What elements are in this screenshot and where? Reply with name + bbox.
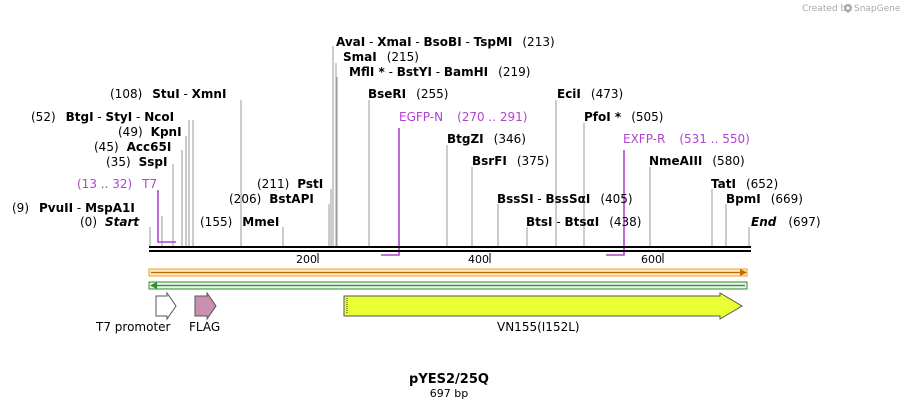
site-label-tati: TatI(652)	[711, 177, 778, 191]
site-label-bsssi: BssSI - BssSαI(405)	[497, 192, 633, 206]
primer-label-egfp-n: EGFP-N(270 .. 291)	[399, 110, 528, 124]
t7-promoter-feature	[155, 291, 177, 321]
ruler	[317, 253, 664, 263]
primer-marks	[157, 128, 625, 256]
site-label-mfli: MflI * - BstYI - BamHI(219)	[349, 65, 530, 79]
orf-forward-band	[148, 268, 748, 277]
flag-feature	[194, 291, 217, 321]
site-label-nmeaiii: NmeAIII(580)	[649, 154, 745, 168]
vn155-feature	[343, 292, 743, 320]
primer-egfp-n-arrow	[381, 128, 400, 256]
site-label-avai: AvaI - XmaI - BsoBI - TspMI(213)	[336, 35, 555, 49]
site-label-ecii: EciI(473)	[557, 87, 623, 101]
site-label-bpmi: BpmI(669)	[726, 192, 803, 206]
ruler-tick-200: 200	[296, 253, 317, 266]
site-label-pvuii: (9)PvuII - MspA1I	[12, 201, 135, 215]
site-label-acc65i: (45)Acc65I	[94, 140, 171, 154]
flag-label: FLAG	[189, 320, 220, 334]
site-label-btgzi: BtgZI(346)	[447, 132, 526, 146]
site-label-bseri: BseRI(255)	[368, 87, 448, 101]
primer-label-t7: (13 .. 32)T7	[77, 177, 157, 191]
plasmid-name: pYES2/25Q	[409, 372, 489, 387]
site-lines	[149, 46, 750, 246]
backbone-top-strand	[149, 246, 751, 248]
site-label-btsi: BtsI - BtsαI(438)	[526, 215, 641, 229]
t7-promoter-label: T7 promoter	[95, 320, 171, 334]
site-label-smai: SmaI(215)	[343, 50, 419, 64]
backbone-bottom-strand	[149, 250, 751, 252]
site-label-pfoi: PfoI *(505)	[584, 110, 663, 124]
created-by-label: Created by	[802, 4, 852, 14]
site-label-kpni: (49)KpnI	[118, 125, 182, 139]
site-label-bsrfi: BsrFI(375)	[472, 154, 549, 168]
site-label-sspi: (35)SspI	[106, 155, 167, 169]
primer-t7-arrow	[157, 190, 176, 243]
plasmid-length: 697 bp	[430, 387, 468, 400]
primer-label-exfp-r: EXFP-R(531 .. 550)	[623, 132, 750, 146]
snapgene-logo-icon	[844, 4, 852, 12]
site-label-psti: (211)PstI	[257, 177, 323, 191]
site-label-stui: (108)StuI - XmnI	[110, 87, 226, 101]
site-label-start: (0)Start	[80, 215, 140, 229]
brand-name: SnapGene	[854, 4, 900, 14]
ruler-tick-600: 600	[641, 253, 662, 266]
orf-reverse-band	[148, 281, 748, 290]
site-label-mmei: (155)MmeI	[200, 215, 279, 229]
vn155-label: VN155(I152L)	[497, 320, 580, 334]
ruler-tick-400: 400	[468, 253, 489, 266]
site-label-btgi: (52)BtgI - StyI - NcoI	[31, 110, 174, 124]
site-label-end: End(697)	[751, 215, 821, 229]
site-label-bstapi: (206)BstAPI	[229, 192, 314, 206]
primer-exfp-r-arrow	[606, 150, 625, 256]
